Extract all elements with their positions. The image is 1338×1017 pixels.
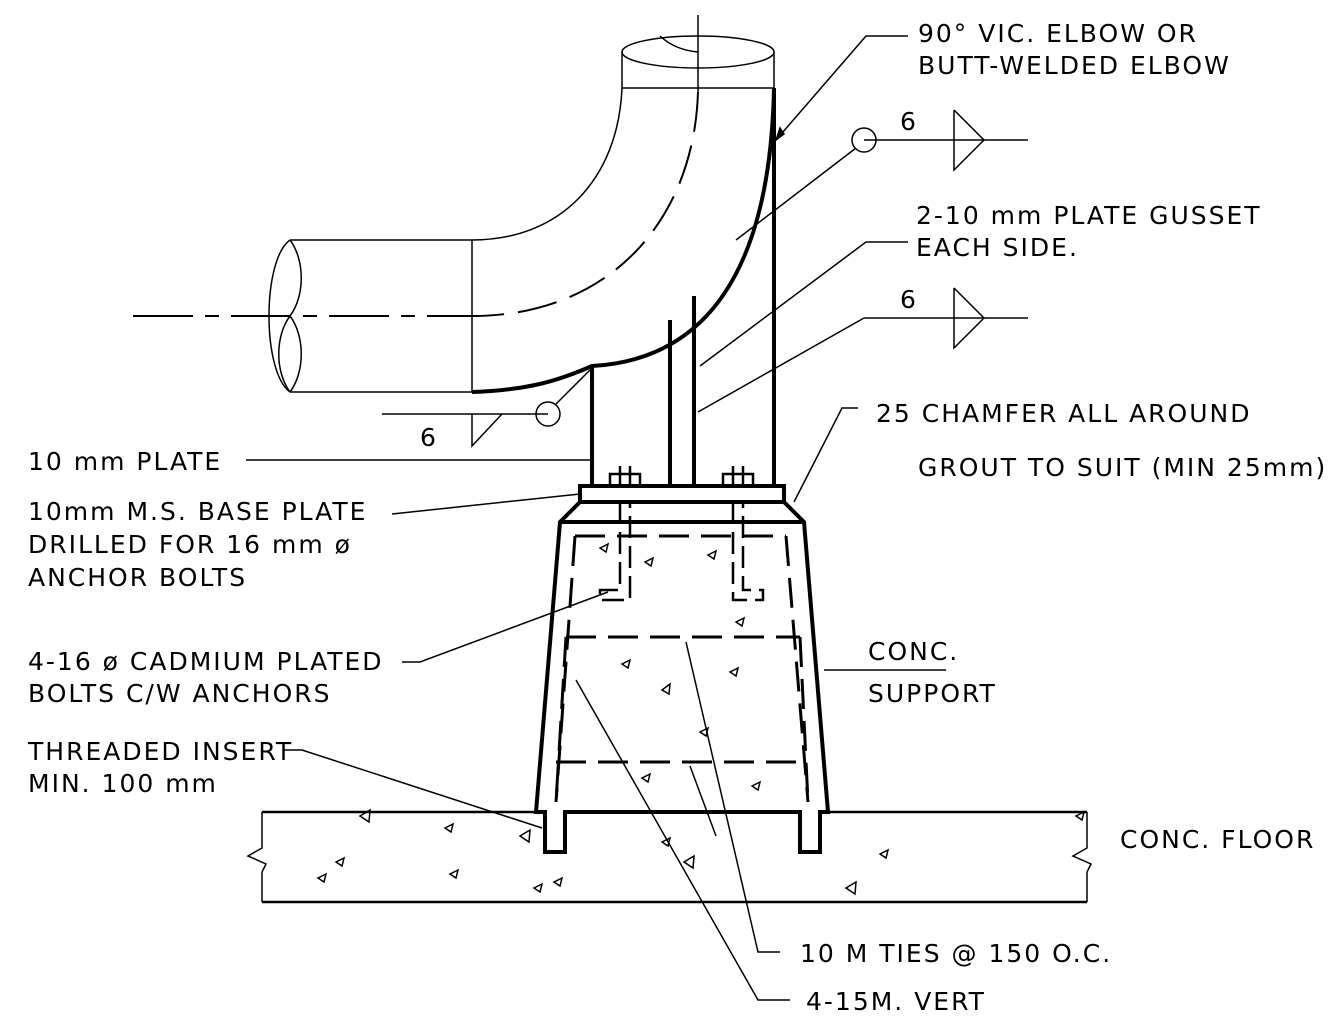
embedded-bolt-left bbox=[598, 502, 632, 602]
gusset-leader bbox=[699, 241, 908, 367]
elbow-centerline bbox=[471, 91, 699, 317]
elbow-leader bbox=[775, 35, 908, 141]
chamfer-leader bbox=[793, 407, 858, 503]
weld-all-around-left bbox=[535, 401, 561, 427]
label-elbow-2: BUTT-WELDED ELBOW bbox=[918, 51, 1231, 80]
insert-leader bbox=[284, 749, 543, 829]
embedded-bolt-right bbox=[731, 502, 765, 602]
support-plates bbox=[578, 88, 786, 504]
leaders bbox=[246, 35, 1028, 1001]
anchor-bolt-right bbox=[721, 466, 755, 488]
ties-leader bbox=[685, 641, 780, 953]
concrete-floor bbox=[246, 810, 1093, 904]
weld-size-middle: 6 bbox=[900, 285, 918, 314]
label-support-2: SUPPORT bbox=[868, 679, 997, 708]
weld-size-top: 6 bbox=[900, 107, 918, 136]
vert-leader bbox=[575, 679, 790, 1001]
anchor-bolt-left bbox=[608, 466, 642, 488]
label-support-1: CONC. bbox=[868, 637, 959, 666]
base-plate bbox=[578, 484, 786, 504]
label-floor: CONC. FLOOR bbox=[1120, 825, 1315, 854]
annotations: 90° VIC. ELBOW OR BUTT-WELDED ELBOW 6 2-… bbox=[27, 19, 1327, 1016]
elbow-inner-curve bbox=[471, 87, 623, 241]
concrete-support bbox=[533, 500, 831, 854]
pedestal-outline bbox=[533, 500, 831, 854]
bolts-leader bbox=[402, 591, 609, 663]
label-gusset-1: 2-10 mm PLATE GUSSET bbox=[916, 201, 1262, 230]
label-elbow-1: 90° VIC. ELBOW OR bbox=[918, 19, 1198, 48]
elbow-outer-curve bbox=[471, 87, 776, 394]
label-base-3: ANCHOR BOLTS bbox=[28, 563, 247, 592]
pipe-elbow bbox=[133, 15, 776, 394]
label-chamfer: 25 CHAMFER ALL AROUND bbox=[876, 399, 1251, 428]
concrete-aggregate bbox=[316, 542, 1086, 896]
vertical-rebar-left bbox=[554, 535, 577, 803]
label-grout: GROUT TO SUIT (MIN 25mm) bbox=[918, 453, 1327, 482]
label-bolts-2: BOLTS C/W ANCHORS bbox=[28, 679, 331, 708]
label-insert-2: MIN. 100 mm bbox=[28, 769, 218, 798]
label-base-1: 10mm M.S. BASE PLATE bbox=[28, 497, 367, 526]
label-plate: 10 mm PLATE bbox=[28, 447, 222, 476]
weld-size-left: 6 bbox=[420, 423, 438, 452]
vertical-rebar-right bbox=[784, 535, 810, 803]
label-base-2: DRILLED FOR 16 mm ø bbox=[28, 530, 352, 559]
weld-all-around-top bbox=[851, 127, 877, 153]
label-insert-1: THREADED INSERT bbox=[27, 737, 293, 766]
label-vert: 4-15M. VERT bbox=[806, 987, 986, 1016]
label-bolts-1: 4-16 ø CADMIUM PLATED bbox=[28, 647, 384, 676]
label-ties: 10 M TIES @ 150 O.C. bbox=[800, 939, 1112, 968]
label-gusset-2: EACH SIDE. bbox=[916, 233, 1079, 262]
base-plate-leader bbox=[391, 493, 581, 515]
